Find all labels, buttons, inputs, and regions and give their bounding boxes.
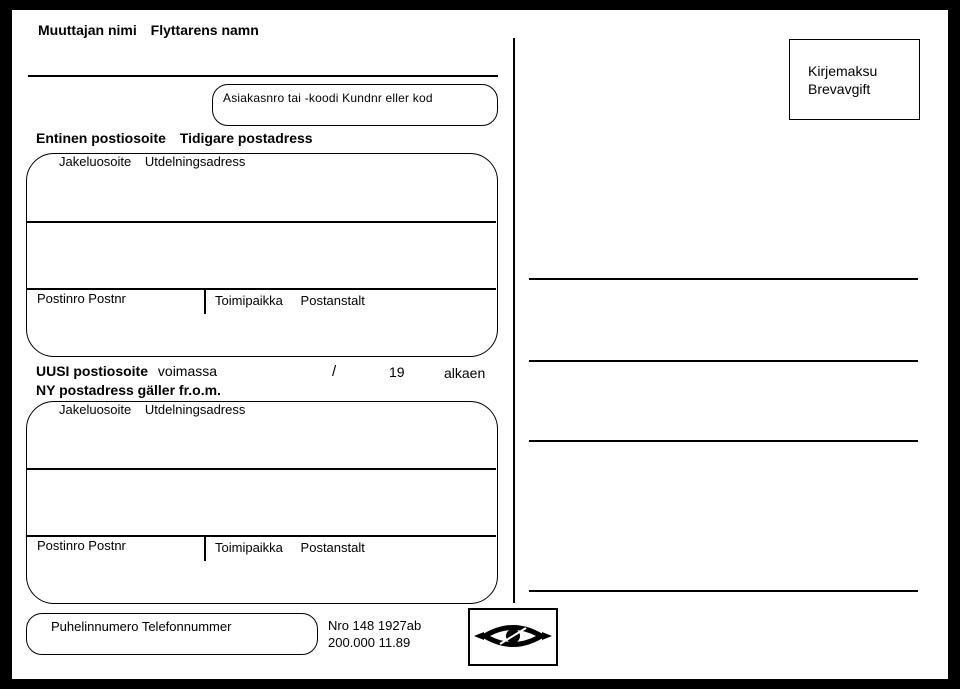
new-office-label-sv: Postanstalt bbox=[300, 540, 365, 555]
new-address-from-label: alkaen bbox=[444, 365, 486, 381]
phone-field[interactable]: Puhelinnumero Telefonnummer bbox=[26, 613, 318, 655]
year-prefix: 19 bbox=[389, 364, 405, 380]
old-office-label-sv: Postanstalt bbox=[300, 293, 365, 308]
new-address-box: Jakeluosoite Utdelningsadress Postinro P… bbox=[26, 401, 498, 604]
old-address-heading-sv: Tidigare postadress bbox=[179, 130, 313, 146]
new-office-label-fi: Toimipaikka bbox=[215, 540, 283, 555]
phone-label: Puhelinnumero Telefonnummer bbox=[51, 619, 232, 634]
customer-number-field[interactable]: Asiakasnro tai -koodi Kundnr eller kod bbox=[212, 84, 498, 126]
postage-text: Kirjemaksu Brevavgift bbox=[808, 62, 877, 98]
posthorn-logo-icon bbox=[474, 625, 552, 647]
card-center-divider bbox=[513, 38, 515, 603]
sender-name-label: Muuttajan nimi Flyttarens namn bbox=[38, 22, 259, 38]
old-postcode-label: Postinro Postnr bbox=[37, 291, 126, 306]
old-street-line-2[interactable] bbox=[27, 288, 496, 290]
date-slash: / bbox=[332, 363, 337, 380]
print-info-line-2: 200.000 11.89 bbox=[328, 635, 411, 650]
old-street-label: Jakeluosoite Utdelningsadress bbox=[59, 154, 245, 169]
new-address-valid-label: voimassa bbox=[157, 363, 218, 379]
old-office-label-fi: Toimipaikka bbox=[215, 293, 283, 308]
change-of-address-card: Muuttajan nimi Flyttarens namn Asiakasnr… bbox=[12, 10, 948, 679]
new-street-label-fi: Jakeluosoite bbox=[59, 402, 132, 417]
posti-logo bbox=[468, 608, 558, 666]
new-street-label: Jakeluosoite Utdelningsadress bbox=[59, 402, 245, 417]
old-office-label: Toimipaikka Postanstalt bbox=[215, 293, 365, 308]
recipient-line-1[interactable] bbox=[529, 278, 918, 280]
new-address-heading-fi: UUSI postiosoite bbox=[36, 363, 149, 379]
new-street-line-2[interactable] bbox=[27, 535, 496, 537]
old-address-heading-fi: Entinen postiosoite bbox=[36, 130, 166, 146]
postage-line-2: Brevavgift bbox=[808, 81, 871, 97]
print-info: Nro 148 1927ab 200.000 11.89 bbox=[328, 617, 421, 651]
old-street-line-1[interactable] bbox=[27, 221, 496, 223]
old-street-label-sv: Utdelningsadress bbox=[144, 154, 246, 169]
postage-line-1: Kirjemaksu bbox=[808, 63, 878, 79]
new-office-label: Toimipaikka Postanstalt bbox=[215, 540, 365, 555]
sender-name-line[interactable] bbox=[28, 75, 498, 77]
customer-number-label: Asiakasnro tai -koodi Kundnr eller kod bbox=[223, 91, 433, 105]
new-address-heading: UUSI postiosoite voimassa bbox=[36, 363, 217, 379]
old-postcode-divider bbox=[204, 288, 206, 314]
new-postcode-divider bbox=[204, 535, 206, 561]
sender-name-label-sv: Flyttarens namn bbox=[150, 22, 259, 38]
old-street-label-fi: Jakeluosoite bbox=[59, 154, 132, 169]
old-address-heading: Entinen postiosoite Tidigare postadress bbox=[36, 130, 313, 146]
new-street-line-1[interactable] bbox=[27, 468, 496, 470]
sender-name-label-fi: Muuttajan nimi bbox=[38, 22, 137, 38]
recipient-line-3[interactable] bbox=[529, 440, 918, 442]
recipient-line-2[interactable] bbox=[529, 360, 918, 362]
new-address-heading-sv: NY postadress gäller fr.o.m. bbox=[36, 382, 221, 398]
print-info-line-1: Nro 148 1927ab bbox=[328, 618, 422, 633]
new-street-label-sv: Utdelningsadress bbox=[144, 402, 246, 417]
recipient-line-4[interactable] bbox=[529, 590, 918, 592]
postage-box: Kirjemaksu Brevavgift bbox=[789, 39, 920, 120]
new-postcode-label: Postinro Postnr bbox=[37, 538, 126, 553]
old-address-box: Jakeluosoite Utdelningsadress Postinro P… bbox=[26, 153, 498, 357]
